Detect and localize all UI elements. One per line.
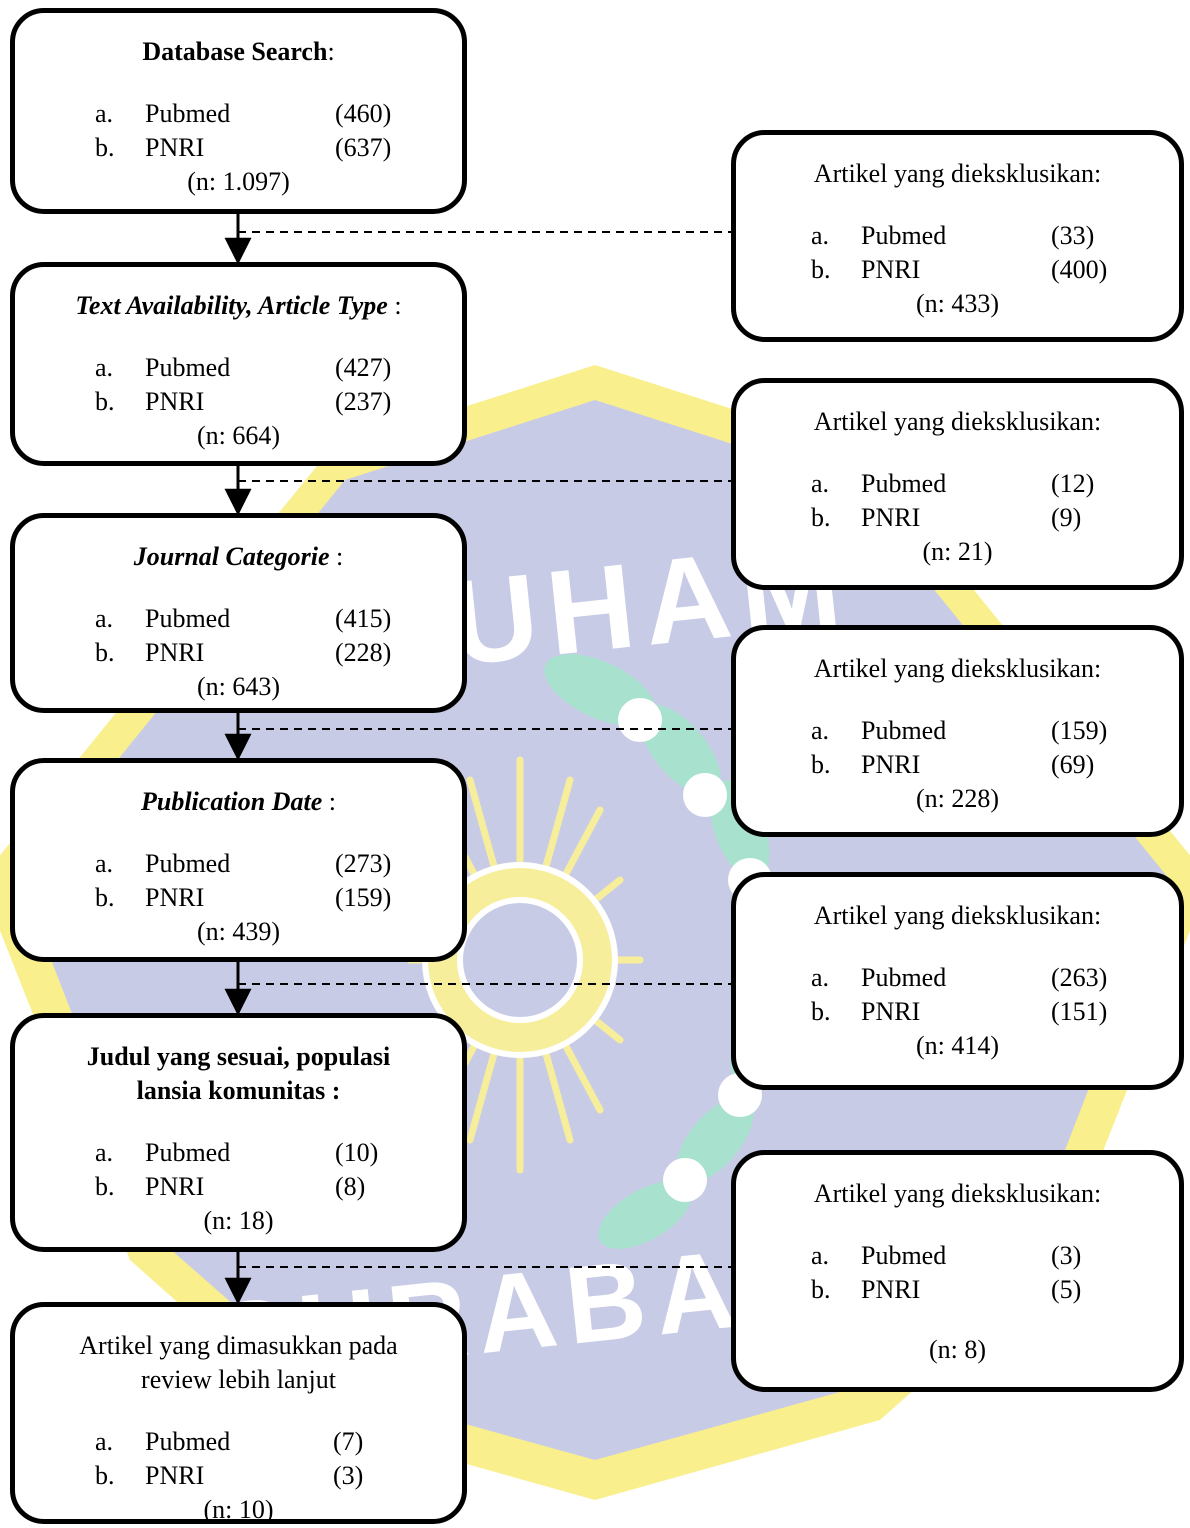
- excluded-title: Artikel yang dieksklusikan:: [813, 1179, 1102, 1208]
- source-row-pnri: b. PNRI (237): [95, 387, 392, 416]
- excluded-title: Artikel yang dieksklusikan:: [813, 159, 1102, 188]
- step-total: (n: 10): [203, 1495, 274, 1524]
- excluded-total: (n: 8): [928, 1335, 987, 1364]
- excluded-total: (n: 414): [915, 1031, 1000, 1060]
- excluded-title: Artikel yang dieksklusikan:: [813, 654, 1102, 683]
- source-row-pubmed: a. Pubmed (427): [95, 353, 392, 382]
- excluded-box-4: Artikel yang dieksklusikan: a. Pubmed (2…: [731, 872, 1184, 1090]
- source-row-pubmed: a. Pubmed (273): [95, 849, 392, 878]
- source-row-pnri: b. PNRI (69): [811, 750, 1095, 779]
- step-title: Judul yang sesuai, populasi lansia komun…: [86, 1042, 391, 1105]
- step-text-availability: Text Availability, Article Type : a. Pub…: [10, 262, 467, 466]
- step-journal-category: Journal Categorie : a. Pubmed (415) b. P…: [10, 513, 467, 713]
- source-row-pubmed: a. Pubmed (7): [95, 1427, 364, 1456]
- step-title: Database Search:: [142, 37, 335, 66]
- source-row-pubmed: a. Pubmed (33): [811, 221, 1095, 250]
- step-database-search: Database Search: a. Pubmed (460) b. PNRI…: [10, 8, 467, 214]
- source-row-pnri: b. PNRI (159): [95, 883, 392, 912]
- source-row-pnri: b. PNRI (8): [95, 1172, 366, 1201]
- source-row-pubmed: a. Pubmed (460): [95, 99, 392, 128]
- excluded-box-1: Artikel yang dieksklusikan: a. Pubmed (3…: [731, 130, 1184, 342]
- step-publication-date: Publication Date : a. Pubmed (273) b. PN…: [10, 758, 467, 962]
- step-title: Artikel yang dimasukkan pada review lebi…: [79, 1331, 398, 1394]
- source-row-pubmed: a. Pubmed (159): [811, 716, 1108, 745]
- source-row-pnri: b. PNRI (228): [95, 638, 392, 667]
- excluded-total: (n: 433): [915, 289, 1000, 318]
- source-row-pnri: b. PNRI (9): [811, 503, 1082, 532]
- step-total: (n: 664): [196, 421, 281, 450]
- source-row-pubmed: a. Pubmed (415): [95, 604, 392, 633]
- step-total: (n: 1.097): [187, 167, 290, 196]
- excluded-box-5: Artikel yang dieksklusikan: a. Pubmed (3…: [731, 1150, 1184, 1392]
- step-title: Journal Categorie :: [133, 542, 344, 571]
- excluded-title: Artikel yang dieksklusikan:: [813, 407, 1102, 436]
- step-total: (n: 439): [196, 917, 281, 946]
- source-row-pnri: b. PNRI (400): [811, 255, 1108, 284]
- source-row-pnri: b. PNRI (3): [95, 1461, 364, 1490]
- excluded-title: Artikel yang dieksklusikan:: [813, 901, 1102, 930]
- excluded-total: (n: 228): [915, 784, 1000, 813]
- step-total: (n: 18): [203, 1206, 274, 1235]
- source-row-pubmed: a. Pubmed (12): [811, 469, 1095, 498]
- watermark-sun-core: [457, 897, 583, 1023]
- step-title: Text Availability, Article Type :: [75, 291, 402, 320]
- excluded-box-3: Artikel yang dieksklusikan: a. Pubmed (1…: [731, 625, 1184, 837]
- excluded-box-2: Artikel yang dieksklusikan: a. Pubmed (1…: [731, 378, 1184, 590]
- source-row-pnri: b. PNRI (637): [95, 133, 392, 162]
- source-row-pubmed: a. Pubmed (3): [811, 1241, 1082, 1270]
- source-row-pubmed: a. Pubmed (263): [811, 963, 1108, 992]
- step-included-articles: Artikel yang dimasukkan pada review lebi…: [10, 1302, 467, 1524]
- source-row-pubmed: a. Pubmed (10): [95, 1138, 379, 1167]
- step-title: Publication Date :: [140, 787, 336, 816]
- step-total: (n: 643): [196, 672, 281, 701]
- source-row-pnri: b. PNRI (151): [811, 997, 1108, 1026]
- excluded-total: (n: 21): [922, 537, 993, 566]
- step-title-relevance: Judul yang sesuai, populasi lansia komun…: [10, 1013, 467, 1252]
- source-row-pnri: b. PNRI (5): [811, 1275, 1082, 1304]
